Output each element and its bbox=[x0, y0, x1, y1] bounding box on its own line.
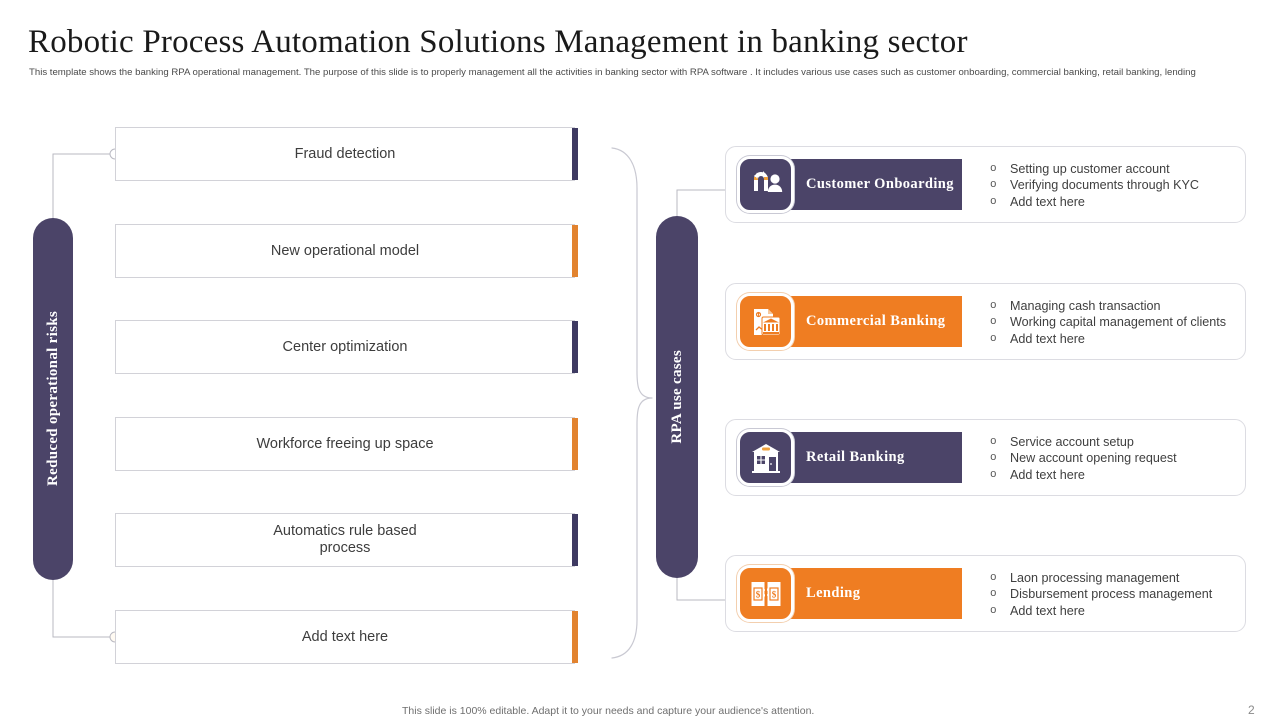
list-item: Disbursement process management bbox=[988, 586, 1212, 603]
card-bullet-list: Managing cash transaction Working capita… bbox=[988, 296, 1226, 348]
page-number: 2 bbox=[1248, 703, 1255, 717]
risk-box-automatics-rule-based-process[interactable]: Automatics rule based process bbox=[115, 513, 578, 567]
card-header: $ $ Lending bbox=[737, 565, 962, 622]
risk-box-label: Center optimization bbox=[282, 338, 408, 355]
accent-bar bbox=[572, 128, 578, 180]
use-case-card-retail-banking[interactable]: Retail Banking Service account setup New… bbox=[725, 419, 1246, 497]
risk-box-label: Fraud detection bbox=[294, 145, 396, 162]
list-item: Laon processing management bbox=[988, 570, 1212, 587]
risk-box-add-text-here[interactable]: Add text here bbox=[115, 610, 578, 664]
footer-note: This slide is 100% editable. Adapt it to… bbox=[402, 705, 815, 717]
risk-box-label: Workforce freeing up space bbox=[256, 435, 434, 452]
risk-box-fraud-detection[interactable]: Fraud detection bbox=[115, 127, 578, 181]
money-exchange-icon: $ $ bbox=[737, 565, 794, 622]
use-case-card-customer-onboarding[interactable]: Customer Onboarding Setting up customer … bbox=[725, 146, 1246, 224]
accent-bar bbox=[572, 225, 578, 277]
card-title: Lending bbox=[806, 585, 861, 601]
card-header: Customer Onboarding bbox=[737, 156, 962, 213]
card-title: Retail Banking bbox=[806, 449, 905, 465]
storefront-icon bbox=[737, 429, 794, 486]
list-item: Verifying documents through KYC bbox=[988, 177, 1199, 194]
svg-text:$: $ bbox=[755, 589, 760, 599]
pill-left-label: Reduced operational risks bbox=[44, 311, 61, 487]
document-bank-icon bbox=[737, 293, 794, 350]
page-title: Robotic Process Automation Solutions Man… bbox=[28, 24, 968, 60]
risk-box-new-operational-model[interactable]: New operational model bbox=[115, 224, 578, 278]
risk-box-center-optimization[interactable]: Center optimization bbox=[115, 320, 578, 374]
pill-right-label: RPA use cases bbox=[668, 350, 685, 444]
card-bullet-list: Service account setup New account openin… bbox=[988, 432, 1177, 484]
card-header: Retail Banking bbox=[737, 429, 962, 486]
card-header: Commercial Banking bbox=[737, 293, 962, 350]
accent-bar bbox=[572, 611, 578, 663]
card-title: Commercial Banking bbox=[806, 313, 946, 329]
list-item: Add text here bbox=[988, 331, 1226, 348]
accent-bar bbox=[572, 418, 578, 470]
list-item: Add text here bbox=[988, 194, 1199, 211]
card-bullet-list: Laon processing management Disbursement … bbox=[988, 568, 1212, 620]
use-case-card-lending[interactable]: $ $ Lending Laon processing management D… bbox=[725, 555, 1246, 633]
svg-text:$: $ bbox=[771, 589, 776, 599]
card-title: Customer Onboarding bbox=[806, 176, 954, 192]
accent-bar bbox=[572, 514, 578, 566]
list-item: New account opening request bbox=[988, 450, 1177, 467]
accent-bar bbox=[572, 321, 578, 373]
list-item: Add text here bbox=[988, 467, 1177, 484]
list-item: Setting up customer account bbox=[988, 161, 1199, 178]
reduced-operational-risks-pill: Reduced operational risks bbox=[33, 218, 73, 580]
page-subtitle: This template shows the banking RPA oper… bbox=[29, 67, 1196, 78]
risk-box-workforce-freeing-up-space[interactable]: Workforce freeing up space bbox=[115, 417, 578, 471]
magnet-person-icon bbox=[737, 156, 794, 213]
risk-box-label: Add text here bbox=[301, 628, 389, 645]
list-item: Working capital management of clients bbox=[988, 314, 1226, 331]
risk-box-label: New operational model bbox=[270, 242, 420, 259]
rpa-use-cases-pill: RPA use cases bbox=[656, 216, 698, 578]
list-item: Service account setup bbox=[988, 434, 1177, 451]
list-item: Managing cash transaction bbox=[988, 298, 1226, 315]
list-item: Add text here bbox=[988, 603, 1212, 620]
use-case-card-commercial-banking[interactable]: Commercial Banking Managing cash transac… bbox=[725, 283, 1246, 361]
card-bullet-list: Setting up customer account Verifying do… bbox=[988, 159, 1199, 211]
risk-box-label: Automatics rule based process bbox=[273, 523, 417, 556]
